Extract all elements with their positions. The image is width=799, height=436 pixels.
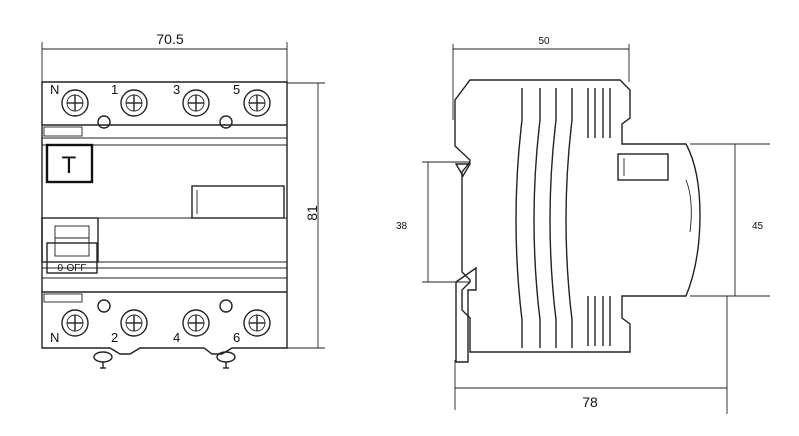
switch-housing	[41, 217, 99, 263]
bottom-screw	[243, 309, 271, 337]
switch-lever	[54, 225, 90, 257]
side-rib	[549, 88, 557, 348]
top-test-hole	[219, 115, 233, 129]
rail-clip-bottom	[455, 266, 477, 363]
top-screw	[120, 89, 148, 117]
side-rib	[565, 88, 573, 348]
bottom-test-hole	[219, 299, 233, 313]
top-screw	[61, 89, 89, 117]
front-view: 70.5 81 T 0-OFF N 1	[41, 31, 325, 369]
bottom-terminal-label: N	[50, 330, 59, 345]
bottom-terminal-label: 6	[233, 330, 240, 345]
din-clip	[216, 351, 236, 369]
side-view: 50 38 45 78	[396, 36, 770, 414]
front-bulge-detail	[685, 179, 692, 233]
bottom-terminal-label: 4	[173, 330, 180, 345]
width-dimension-label: 70.5	[156, 31, 183, 47]
top-screw	[182, 89, 210, 117]
switch-label: 0-OFF	[58, 263, 87, 274]
total-depth-dimension-label: 78	[582, 394, 598, 410]
test-button-label: T	[62, 152, 77, 179]
side-rib	[515, 88, 523, 348]
right-shoulder-block	[191, 185, 285, 219]
top-terminal-label: 3	[173, 82, 180, 97]
depth-dimension-label: 50	[538, 36, 550, 47]
top-terminal-label: N	[50, 82, 59, 97]
din-clip	[93, 351, 113, 369]
bottom-screw	[182, 309, 210, 337]
side-rib	[533, 88, 541, 348]
side-window	[617, 153, 669, 181]
bottom-label-slot	[43, 293, 83, 303]
front-housing-outline	[41, 81, 288, 355]
rail-hook-top	[454, 163, 472, 178]
bottom-terminal-label: 2	[111, 330, 118, 345]
rail-dimension-label: 38	[396, 221, 408, 232]
top-screw	[243, 89, 271, 117]
switch-label-plate	[46, 242, 98, 274]
top-terminal-label: 1	[111, 82, 118, 97]
bottom-screw	[120, 309, 148, 337]
bottom-screw	[61, 309, 89, 337]
side-housing-outline	[454, 79, 701, 353]
top-test-hole	[97, 115, 111, 129]
top-label-slot	[43, 126, 83, 137]
height-dimension-label: 81	[304, 205, 320, 221]
test-button	[45, 143, 94, 184]
bottom-test-hole	[97, 299, 111, 313]
top-terminal-label: 5	[233, 82, 240, 97]
front-height-dimension-label: 45	[752, 221, 764, 232]
